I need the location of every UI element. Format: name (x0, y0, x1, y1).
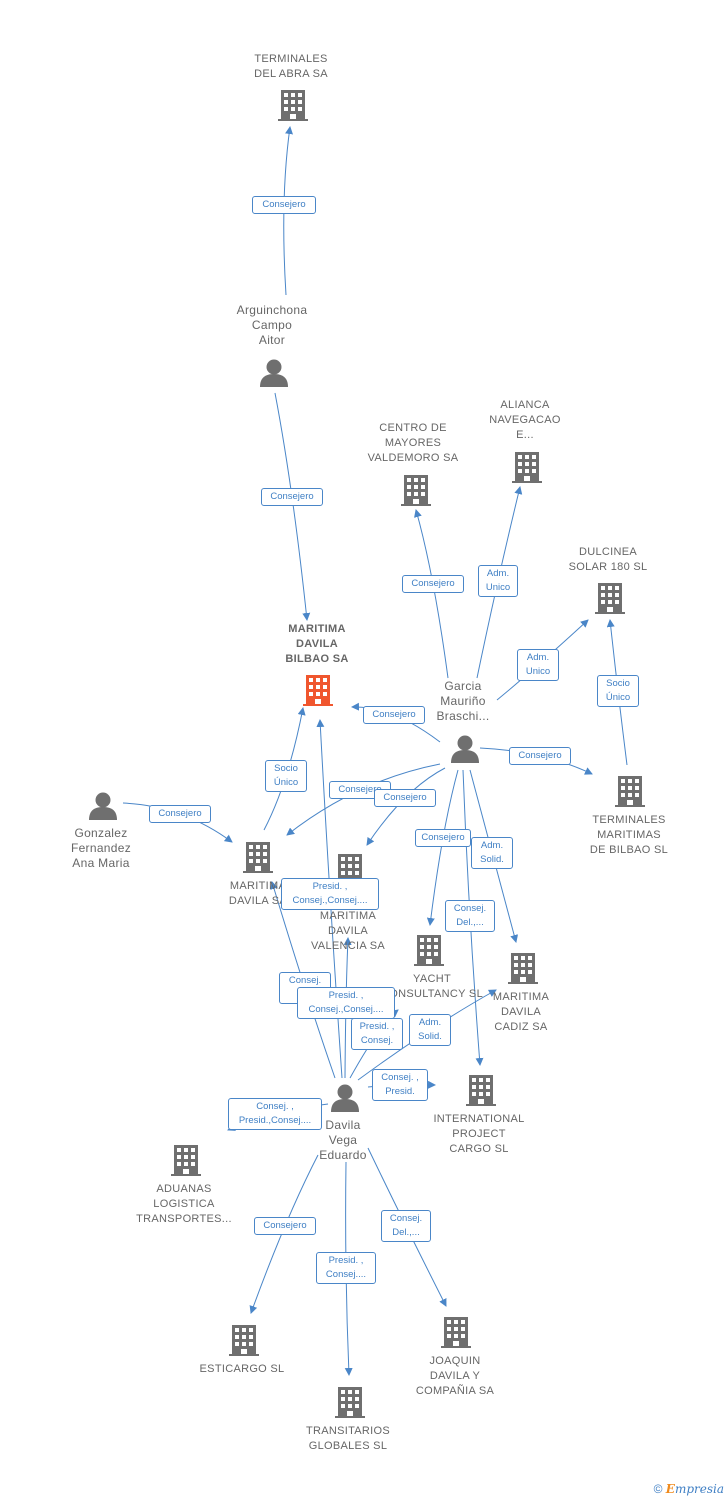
building-icon-transitarios[interactable] (335, 1387, 365, 1418)
edge-label-davila-to-maritima-bilbao[interactable]: Presid. , Consej.,Consej.... (281, 878, 379, 910)
building-icon-maritima-bilbao[interactable] (303, 675, 333, 706)
building-icon-aduanas[interactable] (171, 1145, 201, 1176)
edge-label-garcia-to-alianca[interactable]: Adm. Unico (478, 565, 518, 597)
edge-label-arguinchona-to-maritima-bilbao[interactable]: Consejero (261, 488, 323, 506)
building-icon-yacht[interactable] (414, 935, 444, 966)
node-label-dulcinea[interactable]: DULCINEA SOLAR 180 SL (568, 546, 648, 573)
node-label-maritima-bilbao[interactable]: MARITIMA DAVILA BILBAO SA (285, 623, 349, 665)
node-label-terminales-bilbao[interactable]: TERMINALES MARITIMAS DE BILBAO SL (589, 814, 669, 856)
node-label-aduanas[interactable]: ADUANAS LOGISTICA TRANSPORTES... (136, 1183, 232, 1225)
building-icon-international[interactable] (466, 1075, 496, 1106)
building-icon-maritima-davila-sa[interactable] (243, 842, 273, 873)
node-label-arguinchona[interactable]: Arguinchona Campo Aitor (236, 303, 308, 347)
node-label-international[interactable]: INTERNATIONAL PROJECT CARGO SL (433, 1113, 525, 1155)
node-label-centro-mayores[interactable]: CENTRO DE MAYORES VALDEMORO SA (367, 422, 459, 464)
person-icon-davila[interactable] (331, 1084, 359, 1113)
edge-label-arguinchona-to-terminales-abra[interactable]: Consejero (252, 196, 316, 214)
node-label-esticargo[interactable]: ESTICARGO SL (199, 1363, 285, 1375)
footer-brand: © Empresia (654, 1482, 724, 1496)
building-icon-centro-mayores[interactable] (401, 475, 431, 506)
node-label-joaquin[interactable]: JOAQUIN DAVILA Y COMPAÑIA SA (415, 1355, 495, 1397)
edge-label-davila-to-aduanas[interactable]: Consej. , Presid.,Consej.... (228, 1098, 322, 1130)
node-label-garcia[interactable]: Garcia Mauriño Braschi... (436, 679, 490, 723)
edge-label-garcia-to-international[interactable]: Consej. Del.,... (445, 900, 495, 932)
building-icon-esticargo[interactable] (229, 1325, 259, 1356)
person-icon-arguinchona[interactable] (260, 359, 288, 388)
empresia-logo: Empresia (665, 1482, 724, 1496)
node-label-maritima-cadiz[interactable]: MARITIMA DAVILA CADIZ SA (492, 991, 550, 1033)
edge-garcia-to-centro-mayores (414, 509, 449, 679)
node-label-gonzalez[interactable]: Gonzalez Fernandez Ana Maria (70, 826, 132, 870)
edge-arguinchona-to-maritima-bilbao (274, 392, 311, 621)
building-icon-maritima-cadiz[interactable] (508, 953, 538, 984)
edge-label-terminales-bilbao-to-dulcinea[interactable]: Socio Único (597, 675, 639, 707)
building-icon-alianca[interactable] (512, 452, 542, 483)
node-label-terminales-abra[interactable]: TERMINALES DEL ABRA SA (254, 53, 328, 80)
edge-label-gonzalez-to-maritima-davila-sa[interactable]: Consejero (149, 805, 211, 823)
copyright-icon: © (653, 1482, 663, 1496)
node-label-transitarios[interactable]: TRANSITARIOS GLOBALES SL (305, 1425, 391, 1452)
node-label-davila[interactable]: Davila Vega Eduardo (319, 1118, 367, 1162)
edge-label-davila-to-transitarios[interactable]: Presid. , Consej.... (316, 1252, 376, 1284)
edge-label-garcia-to-dulcinea[interactable]: Adm. Unico (517, 649, 559, 681)
edge-label-garcia-to-centro-mayores[interactable]: Consejero (402, 575, 464, 593)
edge-label-garcia-to-terminales-bilbao[interactable]: Consejero (509, 747, 571, 765)
edge-label-davila-to-international[interactable]: Consej. , Presid. (372, 1069, 428, 1101)
edge-label-garcia-to-yacht[interactable]: Consejero (415, 829, 471, 847)
edge-label-garcia-to-maritima-cadiz[interactable]: Adm. Solid. (471, 837, 513, 869)
edge-label-davila-to-joaquin[interactable]: Consej. Del.,... (381, 1210, 431, 1242)
building-icon-terminales-abra[interactable] (278, 90, 308, 121)
edge-label-maritima-davila-sa-to-maritima-bilbao[interactable]: Socio Único (265, 760, 307, 792)
node-label-yacht[interactable]: YACHT CONSULTANCY SL (380, 973, 483, 1000)
edge-label-garcia-to-maritima-bilbao[interactable]: Consejero (363, 706, 425, 724)
building-icon-terminales-bilbao[interactable] (615, 776, 645, 807)
node-label-maritima-valencia[interactable]: MARITIMA DAVILA VALENCIA SA (310, 910, 386, 952)
node-label-maritima-davila-sa[interactable]: MARITIMA DAVILA SA (228, 880, 288, 907)
building-icon-joaquin[interactable] (441, 1317, 471, 1348)
edge-label-davila-to-esticargo[interactable]: Consejero (254, 1217, 316, 1235)
edge-label-davila-to-yacht[interactable]: Presid. , Consej. (351, 1018, 403, 1050)
edge-label-garcia-to-maritima-valencia[interactable]: Consejero (374, 789, 436, 807)
person-icon-garcia[interactable] (451, 735, 479, 764)
edge-label-davila-to-maritima-valencia[interactable]: Presid. , Consej.,Consej.... (297, 987, 395, 1019)
node-label-alianca[interactable]: ALIANCA NAVEGACAO E... (489, 399, 561, 441)
person-icon-gonzalez[interactable] (89, 792, 117, 821)
edge-label-davila-to-maritima-cadiz[interactable]: Adm. Solid. (409, 1014, 451, 1046)
building-icon-dulcinea[interactable] (595, 583, 625, 614)
